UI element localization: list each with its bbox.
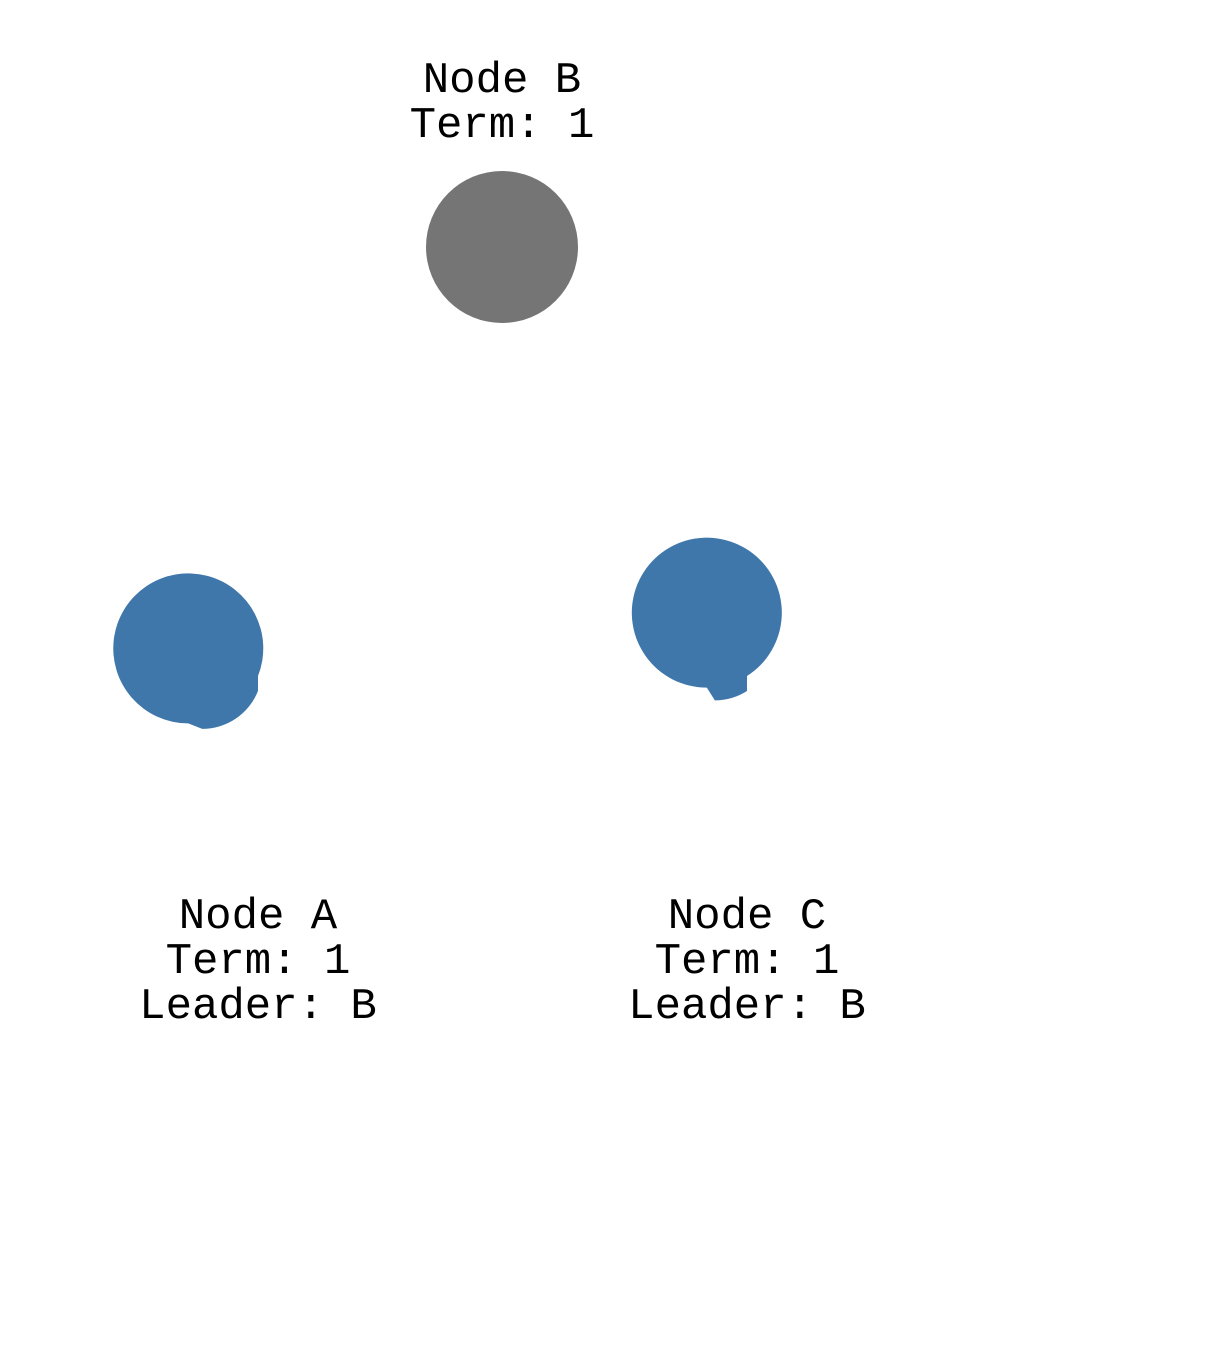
node-a-name: Node A bbox=[179, 892, 338, 942]
node-b-term: Term: 1 bbox=[410, 101, 595, 151]
node-c-term: Term: 1 bbox=[655, 937, 840, 987]
node-c-label: Node C Term: 1 Leader: B bbox=[628, 892, 866, 1032]
node-a-label: Node A Term: 1 Leader: B bbox=[139, 892, 377, 1032]
node-b-leader-circle[interactable] bbox=[426, 171, 578, 323]
node-a-term: Term: 1 bbox=[166, 937, 351, 987]
node-b-label: Node B Term: 1 bbox=[410, 56, 595, 151]
node-a[interactable]: Node A Term: 1 Leader: B bbox=[113, 573, 377, 1032]
node-a-election-timer[interactable] bbox=[113, 573, 264, 729]
node-c-election-timer[interactable] bbox=[631, 537, 782, 701]
node-c-leader: Leader: B bbox=[628, 982, 866, 1032]
node-c-name: Node C bbox=[668, 892, 826, 942]
node-b-name: Node B bbox=[423, 56, 581, 106]
node-b[interactable]: Node B Term: 1 bbox=[410, 56, 595, 323]
node-a-leader: Leader: B bbox=[139, 982, 377, 1032]
node-c[interactable]: Node C Term: 1 Leader: B bbox=[628, 537, 866, 1032]
